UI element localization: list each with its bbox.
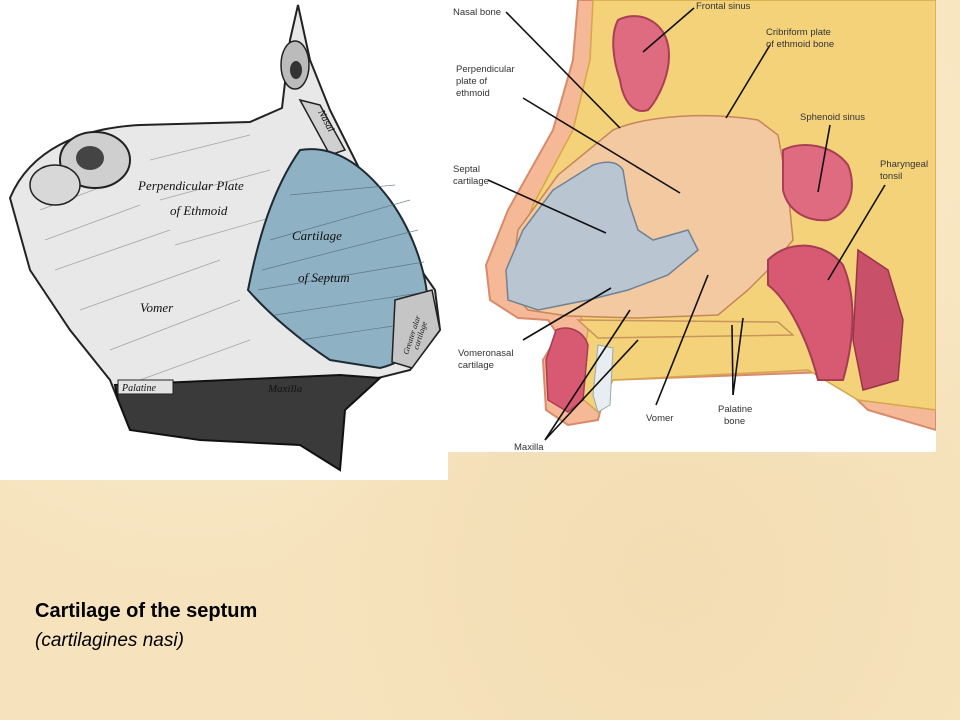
label-perpendicular-plate: Perpendicular Plate <box>137 178 244 193</box>
pharyngeal-tonsil <box>767 244 854 381</box>
caption-subtitle: (cartilagines nasi) <box>35 630 184 651</box>
septal-cartilage-region <box>505 161 699 311</box>
cartilage-hatching <box>257 184 427 341</box>
palatine-strip <box>117 379 174 395</box>
label-cartilage: Cartilage <box>292 228 342 243</box>
sphenoid-sinus <box>782 144 853 222</box>
frontal-sinus <box>612 15 670 112</box>
ethmoid-cells <box>29 40 310 206</box>
label-cartilage: cartilage <box>453 176 489 187</box>
label-maxilla: Maxilla <box>514 442 544 452</box>
label-tonsil: tonsil <box>880 171 902 182</box>
color-septum-drawing: Nasal bone Frontal sinus Cribriform plat… <box>453 0 937 453</box>
maxilla-floor <box>113 373 383 472</box>
label-septal: Septal <box>453 164 480 175</box>
label-palatine: Palatine <box>121 383 156 394</box>
label-ethmoid: ethmoid <box>456 88 490 99</box>
label-vomeronasal: Vomeronasal <box>458 348 513 359</box>
grays-septum-drawing: Perpendicular Plate of Ethmoid Cartilage… <box>8 4 442 472</box>
color-septum-illustration: Nasal bone Frontal sinus Cribriform plat… <box>448 0 937 453</box>
label-cribriform-plate: Cribriform plate <box>766 27 831 38</box>
label-palatine-bone: bone <box>724 416 745 427</box>
posterior-pharynx <box>852 248 904 391</box>
label-vomer: Vomer <box>646 413 673 424</box>
caption-title: Cartilage of the septum <box>35 600 258 622</box>
slide-caption: Cartilage of the septum (cartilagines na… <box>35 598 257 654</box>
greater-alar-cartilage <box>391 289 441 369</box>
label-pharyngeal: Pharyngeal <box>880 159 928 170</box>
label-nasal-bone: Nasal bone <box>453 7 501 18</box>
label-of-septum: of Septum <box>298 270 350 285</box>
leader-lines <box>487 7 886 441</box>
label-frontal-sinus: Frontal sinus <box>696 1 751 12</box>
label-of-ethmoid-bone: of ethmoid bone <box>766 39 834 50</box>
label-perpendicular: Perpendicular <box>456 64 515 75</box>
nasal-bone-strip <box>298 98 347 156</box>
grays-septum-illustration: Perpendicular Plate of Ethmoid Cartilage… <box>0 0 448 480</box>
label-sphenoid-sinus: Sphenoid sinus <box>800 112 865 123</box>
label-vomeronasal-cartilage: cartilage <box>458 360 494 371</box>
label-vomer: Vomer <box>140 300 174 315</box>
hard-palate <box>576 319 795 339</box>
label-plate-of: plate of <box>456 76 488 87</box>
label-palatine: Palatine <box>718 404 752 415</box>
label-maxilla: Maxilla <box>267 383 303 395</box>
label-of-ethmoid: of Ethmoid <box>170 203 228 218</box>
